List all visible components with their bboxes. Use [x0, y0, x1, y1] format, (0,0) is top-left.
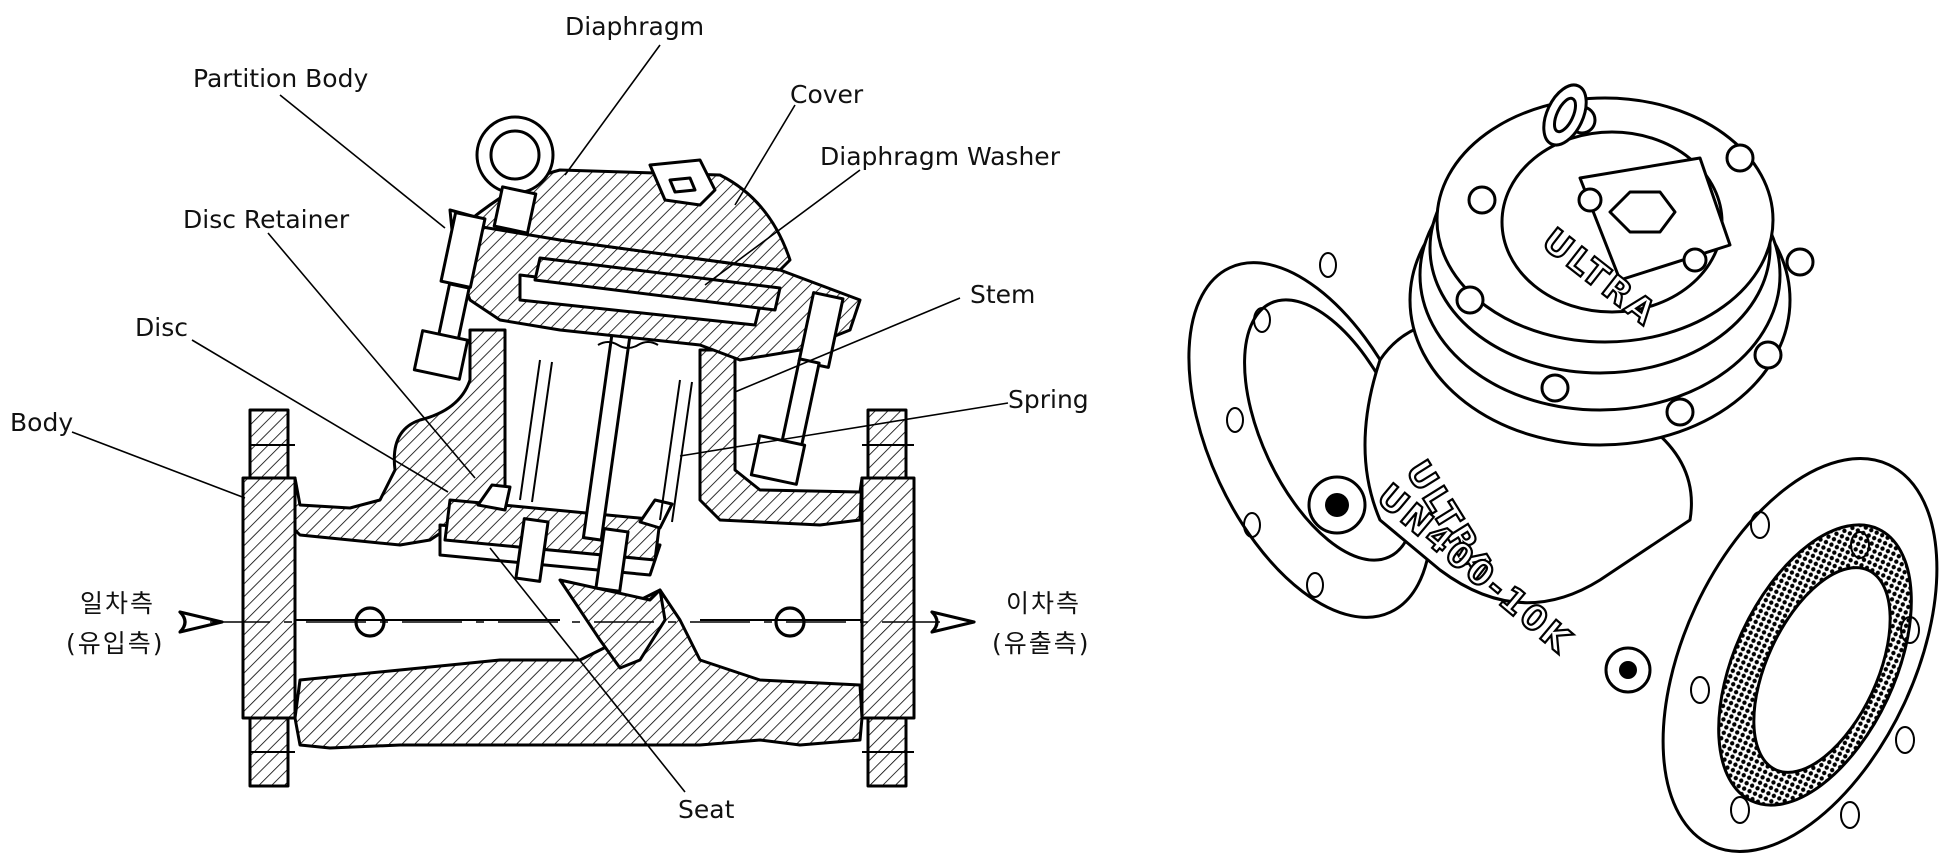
valve-3d-view — [1187, 83, 1939, 853]
inlet-tap-hole — [354, 606, 386, 638]
outlet-label-line2: (유출측) — [992, 629, 1091, 658]
partition-web — [558, 578, 667, 670]
outlet-label-line1: 이차측 — [1006, 589, 1081, 618]
label-partition-body: Partition Body — [193, 64, 368, 93]
disc-assembly — [443, 483, 674, 593]
leader-lines — [71, 44, 1009, 793]
label-cover: Cover — [790, 80, 864, 109]
inlet-flange — [241, 408, 297, 788]
label-disc-retainer: Disc Retainer — [183, 205, 350, 234]
lifting-eye-3d — [1542, 83, 1588, 147]
label-diaphragm-washer: Diaphragm Washer — [820, 142, 1061, 171]
inlet-label-line2: (유입측) — [66, 629, 165, 658]
label-disc: Disc — [135, 313, 188, 342]
body-lower-wall — [293, 588, 864, 750]
cover-bolts — [412, 211, 845, 486]
diaphragm-washer — [533, 256, 782, 312]
outlet-flange — [860, 408, 916, 788]
outlet-tap-hole — [774, 606, 806, 638]
label-seat: Seat — [678, 795, 735, 824]
label-body: Body — [10, 408, 73, 437]
center-hex-nut — [1608, 190, 1677, 234]
right-flange-holes — [1690, 511, 1920, 829]
inlet-arrow-icon — [178, 610, 224, 634]
label-diaphragm: Diaphragm — [565, 12, 704, 41]
outlet-arrow-icon — [930, 610, 976, 634]
cross-section-drawing — [71, 44, 1009, 793]
eye-bolt — [475, 115, 555, 235]
label-stem: Stem — [970, 280, 1035, 309]
left-flange-holes — [1226, 252, 1337, 598]
inlet-label-line1: 일차측 — [80, 589, 155, 618]
body-upper-wall-right — [698, 348, 864, 527]
label-spring: Spring — [1008, 385, 1089, 414]
